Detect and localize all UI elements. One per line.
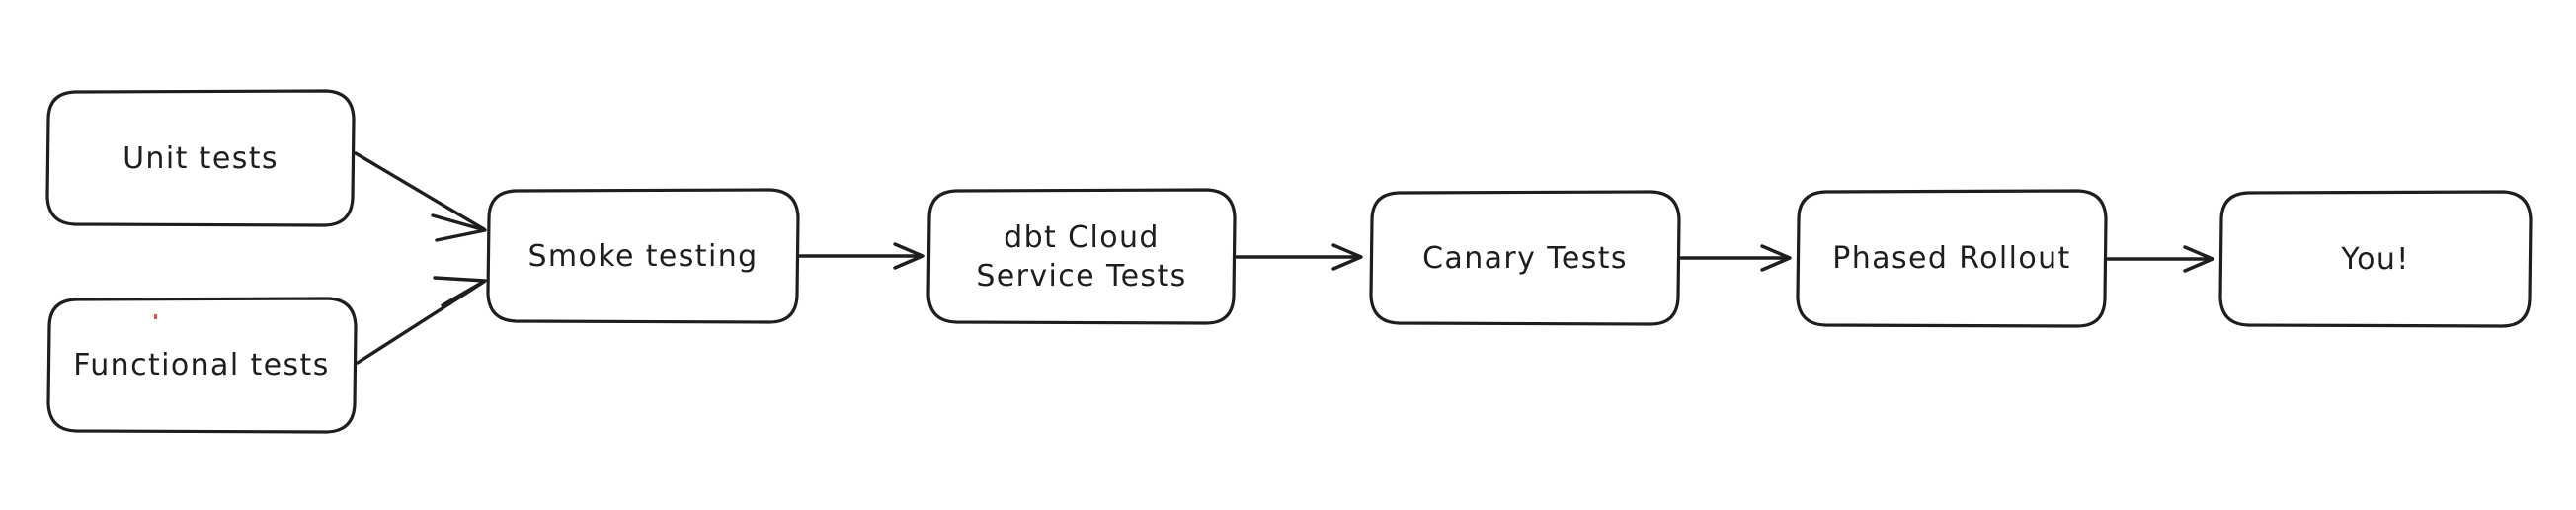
stray-mark xyxy=(154,314,157,319)
edge-canary-tests-to-phased-rollout xyxy=(1679,244,1792,272)
node-shape-dbt-cloud-service-tests[interactable] xyxy=(926,188,1237,325)
edge-smoke-testing-to-dbt-cloud xyxy=(798,242,925,270)
edge-dbt-cloud-to-canary-tests xyxy=(1235,243,1363,271)
node-shape-unit-tests[interactable] xyxy=(45,89,356,227)
node-shape-canary-tests[interactable] xyxy=(1369,190,1681,326)
node-shape-smoke-testing[interactable] xyxy=(486,188,800,324)
edge-functional-tests-to-smoke-testing xyxy=(356,276,487,365)
edge-phased-rollout-to-you xyxy=(2106,245,2214,273)
edge-unit-tests-to-smoke-testing xyxy=(354,151,487,242)
node-shape-functional-tests[interactable] xyxy=(46,297,358,434)
node-shape-you[interactable] xyxy=(2218,190,2533,328)
node-shapes xyxy=(45,89,2533,434)
node-shape-phased-rollout[interactable] xyxy=(1796,189,2108,328)
